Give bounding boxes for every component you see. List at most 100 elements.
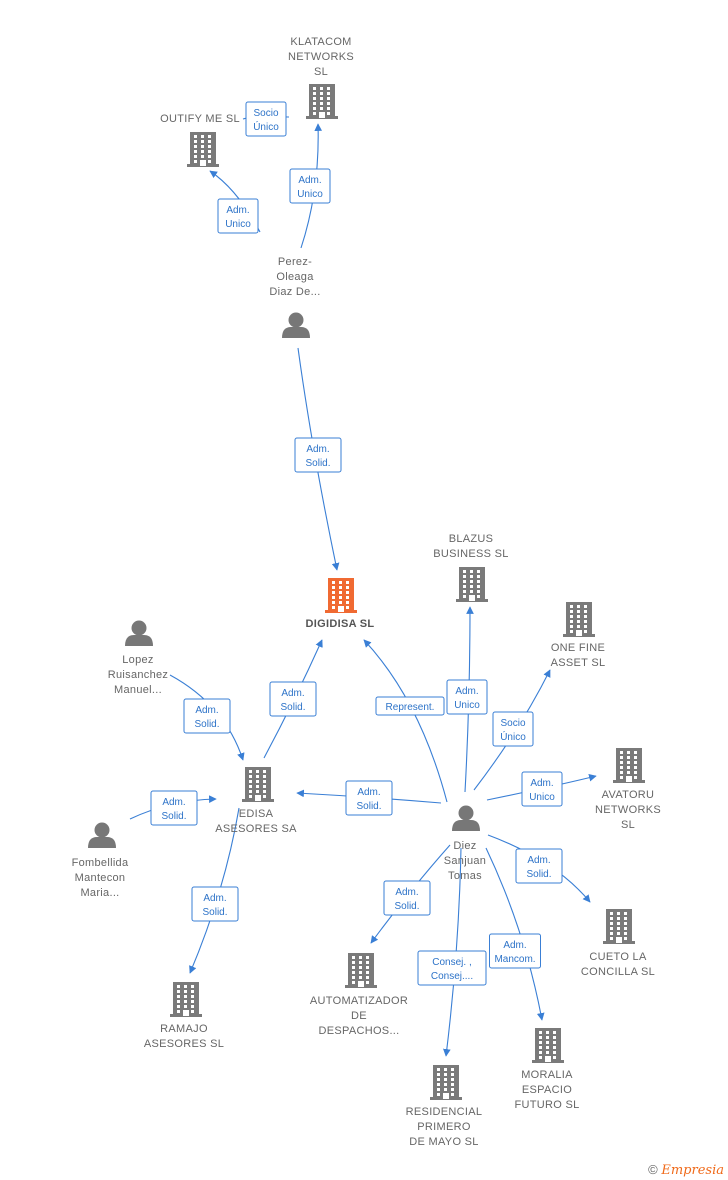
edge-label-box[interactable] [375,696,445,716]
edge-label-box[interactable] [191,886,239,922]
edge-label-text: Solid. [202,907,227,918]
node-digidisa[interactable]: DIGIDISA SL [306,578,375,630]
edge-perez-to-digidisa: Adm. Solid. [294,347,342,571]
edge-label-box[interactable] [217,198,259,234]
building-icon[interactable] [603,909,635,944]
edge-diez-to-avatoru: Adm.Unico [486,771,597,807]
edge-label-text: Unico [225,219,251,230]
edge-label-text: Unico [454,700,480,711]
edge-label-text: Adm. [195,705,218,716]
edge-label-text: Socio [253,108,278,119]
brand-footer: © Empresia [648,1162,724,1178]
edge-label-text: Unico [297,189,323,200]
edge-label-text: Socio [500,718,525,729]
edge-label-text: Solid. [305,458,330,469]
edge-label-box[interactable] [383,880,431,916]
building-icon[interactable] [456,567,488,602]
edge-label-text: Solid. [394,901,419,912]
edge-edisa-to-ramajo: Adm.Solid. [189,807,240,974]
empresia-logo[interactable]: Empresia [661,1163,724,1178]
edge-label-text: Adm. [455,686,478,697]
edge-label-text: Adm. [503,940,526,951]
building-icon[interactable] [325,578,357,613]
edge-label-box[interactable] [489,933,541,969]
edge-diez-to-automatizador: Adm.Solid. [370,844,451,944]
edge-label-text: Adm. [281,688,304,699]
building-icon[interactable] [430,1065,462,1100]
node-outify[interactable]: OUTIFY ME SL [160,113,240,167]
edge-label-box[interactable] [183,698,231,734]
edge-diez-to-edisa: Adm. Solid. [296,780,442,816]
building-icon[interactable] [187,132,219,167]
edge-label-box[interactable] [492,711,534,747]
building-icon[interactable] [170,982,202,1017]
building-icon[interactable] [242,767,274,802]
edge-label-text: Consej.... [431,971,473,982]
edge-label-box[interactable] [294,437,342,473]
building-icon[interactable] [532,1028,564,1063]
edge-label-box[interactable] [521,771,563,807]
edge-diez-to-blazus: Adm. Unico [446,606,488,793]
edge-label-box[interactable] [289,168,331,204]
building-icon[interactable] [306,84,338,119]
building-icon[interactable] [613,748,645,783]
edge-label-box[interactable] [417,950,487,986]
building-icon[interactable] [345,953,377,988]
edge-label-text: Único [500,730,526,743]
node-label: DIGIDISA SL [306,618,375,630]
edge-label-text: Adm. [226,205,249,216]
edge-label-box[interactable] [515,848,563,884]
edge-label-text: Adm. [357,787,380,798]
edge-label-text: Adm. [527,855,550,866]
person-icon[interactable] [88,822,116,849]
edge-diez-to-digidisa: Represent. [363,639,448,803]
person-icon[interactable] [452,805,480,832]
edge-label-text: Adm. [298,175,321,186]
edge-label-text: Solid. [194,719,219,730]
edge-edisa-to-digidisa: Adm.Solid. [263,639,323,759]
edge-label-text: Adm. [306,444,329,455]
edge-label-box[interactable] [345,780,393,816]
building-icon[interactable] [563,602,595,637]
edge-label-box[interactable] [245,101,287,137]
edge-label-box[interactable] [150,790,198,826]
edge-label-box[interactable] [269,681,317,717]
person-icon[interactable] [282,312,310,339]
edge-diez-to-moralia: Adm.Mancom. [485,847,545,1021]
edge-label-text: Solid. [526,869,551,880]
edge-line [363,639,448,803]
edge-perez-to-klatacom: Adm. Unico [289,123,331,249]
edge-label-text: Adm. [530,778,553,789]
edge-label-box[interactable] [446,679,488,715]
edge-label-text: Consej. , [432,957,471,968]
edge-label-text: Solid. [356,801,381,812]
edge-fombellida-to-edisa: Adm.Solid. [129,790,217,826]
person-icon[interactable] [125,620,153,647]
